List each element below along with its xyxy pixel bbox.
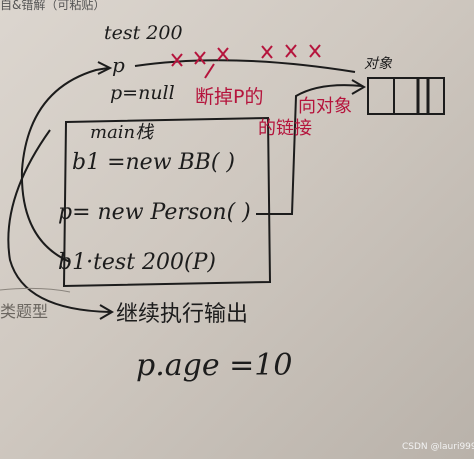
stack-line-bb: b1 =new BB( ) xyxy=(72,150,236,175)
main-stack-box xyxy=(62,116,272,288)
stack-title: main栈 xyxy=(90,122,154,143)
stack-line-person: p= new Person( ) xyxy=(58,200,251,225)
method-call-label: test 200 xyxy=(104,22,183,44)
call-flow-curve xyxy=(20,67,109,263)
p-reference-label: p xyxy=(112,53,125,77)
result-line: p.age =10 xyxy=(136,348,293,383)
call-flow-arrow xyxy=(97,61,113,75)
red-pointer-line xyxy=(204,63,215,79)
return-flow-arrow xyxy=(99,304,114,320)
red-note-link: 的链接 xyxy=(258,118,312,139)
page-header-fragment: 自&错解（可粘贴） xyxy=(0,0,106,12)
red-cross-marks xyxy=(171,44,321,67)
reference-line xyxy=(134,59,356,73)
watermark: CSDN @lauri999 xyxy=(402,442,474,452)
stack-line-call: b1·test 200(P) xyxy=(58,250,217,275)
category-label: 类题型 xyxy=(0,302,49,321)
continue-output-label: 继续执行输出 xyxy=(116,302,249,327)
pencil-scribble xyxy=(0,287,71,293)
red-note-disconnect: 断掉P的 xyxy=(195,86,264,108)
arrow-head xyxy=(351,79,366,95)
red-note-to-object: 向对象 xyxy=(298,96,352,117)
p-null-label: p=null xyxy=(110,82,175,104)
heap-object-box xyxy=(367,77,445,115)
heap-object-label: 对象 xyxy=(364,56,392,72)
return-flow-curve xyxy=(7,129,111,313)
person-reference-line xyxy=(256,84,363,215)
